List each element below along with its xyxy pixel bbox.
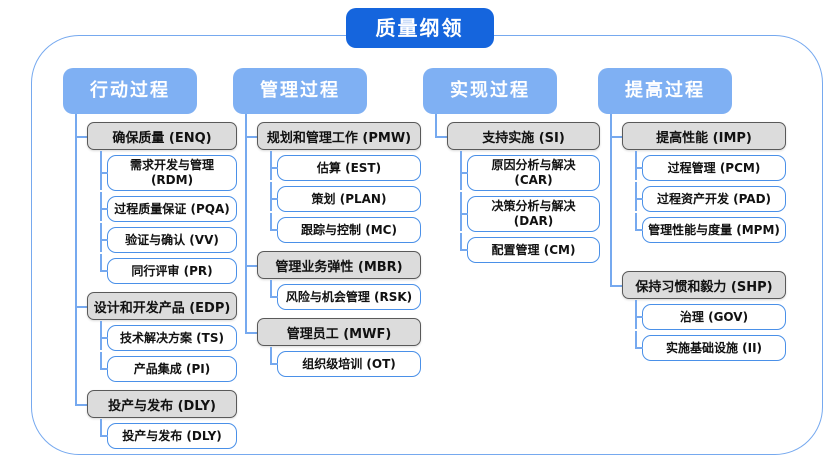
- column-header-improvement: 提高过程: [598, 68, 732, 114]
- column-groups: 规划和管理工作 (PMW) 估算 (EST) 策划 (PLAN) 跟踪与控制 (…: [233, 114, 421, 377]
- group-box-shp: 保持习惯和毅力 (SHP): [622, 271, 786, 299]
- group-box-dly: 投产与发布 (DLY): [87, 390, 237, 418]
- leaf-box-plan: 策划 (PLAN): [270, 182, 421, 212]
- leaves-mbr: 风险与机会管理 (RSK): [270, 280, 421, 310]
- group-dly: 投产与发布 (DLY) 投产与发布 (DLY): [63, 382, 237, 449]
- leaf-box-gov: 治理 (GOV): [635, 300, 786, 330]
- leaf-box-ii: 实施基础设施 (II): [635, 331, 786, 361]
- leaf-box-dly: 投产与发布 (DLY): [100, 419, 237, 449]
- column-groups: 支持实施 (SI) 原因分析与解决 (CAR) 决策分析与解决 (DAR) 配置…: [423, 114, 600, 263]
- column-action-process: 行动过程 确保质量 (ENQ) 需求开发与管理 (RDM) 过程质量保证 (PQ…: [63, 68, 237, 449]
- group-box-imp: 提高性能 (IMP): [622, 122, 786, 150]
- group-box-enq: 确保质量 (ENQ): [87, 122, 237, 150]
- leaf-box-mc: 跟踪与控制 (MC): [270, 213, 421, 243]
- leaf-box-ot: 组织级培训 (OT): [270, 347, 421, 377]
- leaf-box-est: 估算 (EST): [270, 151, 421, 181]
- leaves-pmw: 估算 (EST) 策划 (PLAN) 跟踪与控制 (MC): [270, 151, 421, 243]
- leaf-box-ts: 技术解决方案 (TS): [100, 321, 237, 351]
- column-groups: 提高性能 (IMP) 过程管理 (PCM) 过程资产开发 (PAD) 管理性能与…: [598, 114, 786, 361]
- leaf-box-pcm: 过程管理 (PCM): [635, 151, 786, 181]
- leaves-edp: 技术解决方案 (TS) 产品集成 (PI): [100, 321, 237, 382]
- group-imp: 提高性能 (IMP) 过程管理 (PCM) 过程资产开发 (PAD) 管理性能与…: [598, 114, 786, 243]
- column-implementation-process: 实现过程 支持实施 (SI) 原因分析与解决 (CAR) 决策分析与解决 (DA…: [423, 68, 600, 263]
- column-groups: 确保质量 (ENQ) 需求开发与管理 (RDM) 过程质量保证 (PQA) 验证…: [63, 114, 237, 449]
- column-management-process: 管理过程 规划和管理工作 (PMW) 估算 (EST) 策划 (PLAN) 跟踪…: [233, 68, 421, 377]
- leaf-box-mpm: 管理性能与度量 (MPM): [635, 213, 786, 243]
- group-box-edp: 设计和开发产品 (EDP): [87, 292, 237, 320]
- column-header-action: 行动过程: [63, 68, 197, 114]
- leaf-box-pr: 同行评审 (PR): [100, 254, 237, 284]
- leaves-enq: 需求开发与管理 (RDM) 过程质量保证 (PQA) 验证与确认 (VV) 同行…: [100, 151, 237, 284]
- group-box-mwf: 管理员工 (MWF): [257, 318, 421, 346]
- group-edp: 设计和开发产品 (EDP) 技术解决方案 (TS) 产品集成 (PI): [63, 284, 237, 382]
- leaf-box-vv: 验证与确认 (VV): [100, 223, 237, 253]
- leaf-box-dar: 决策分析与解决 (DAR): [460, 192, 600, 232]
- group-box-mbr: 管理业务弹性 (MBR): [257, 251, 421, 279]
- leaf-box-rdm: 需求开发与管理 (RDM): [100, 151, 237, 191]
- leaf-box-car: 原因分析与解决 (CAR): [460, 151, 600, 191]
- group-pmw: 规划和管理工作 (PMW) 估算 (EST) 策划 (PLAN) 跟踪与控制 (…: [233, 114, 421, 243]
- group-box-pmw: 规划和管理工作 (PMW): [257, 122, 421, 150]
- group-mbr: 管理业务弹性 (MBR) 风险与机会管理 (RSK): [233, 243, 421, 310]
- leaf-box-pqa: 过程质量保证 (PQA): [100, 192, 237, 222]
- group-si: 支持实施 (SI) 原因分析与解决 (CAR) 决策分析与解决 (DAR) 配置…: [423, 114, 600, 263]
- leaves-si: 原因分析与解决 (CAR) 决策分析与解决 (DAR) 配置管理 (CM): [460, 151, 600, 263]
- column-header-management: 管理过程: [233, 68, 367, 114]
- column-improvement-process: 提高过程 提高性能 (IMP) 过程管理 (PCM) 过程资产开发 (PAD) …: [598, 68, 786, 361]
- leaf-box-rsk: 风险与机会管理 (RSK): [270, 280, 421, 310]
- group-shp: 保持习惯和毅力 (SHP) 治理 (GOV) 实施基础设施 (II): [598, 243, 786, 361]
- leaves-mwf: 组织级培训 (OT): [270, 347, 421, 377]
- leaf-box-pad: 过程资产开发 (PAD): [635, 182, 786, 212]
- leaves-imp: 过程管理 (PCM) 过程资产开发 (PAD) 管理性能与度量 (MPM): [635, 151, 786, 243]
- leaves-shp: 治理 (GOV) 实施基础设施 (II): [635, 300, 786, 361]
- group-enq: 确保质量 (ENQ) 需求开发与管理 (RDM) 过程质量保证 (PQA) 验证…: [63, 114, 237, 284]
- leaf-box-pi: 产品集成 (PI): [100, 352, 237, 382]
- diagram-title: 质量纲领: [345, 8, 494, 48]
- group-mwf: 管理员工 (MWF) 组织级培训 (OT): [233, 310, 421, 377]
- column-header-implementation: 实现过程: [423, 68, 557, 114]
- leaf-box-cm: 配置管理 (CM): [460, 233, 600, 263]
- leaves-dly: 投产与发布 (DLY): [100, 419, 237, 449]
- group-box-si: 支持实施 (SI): [447, 122, 600, 150]
